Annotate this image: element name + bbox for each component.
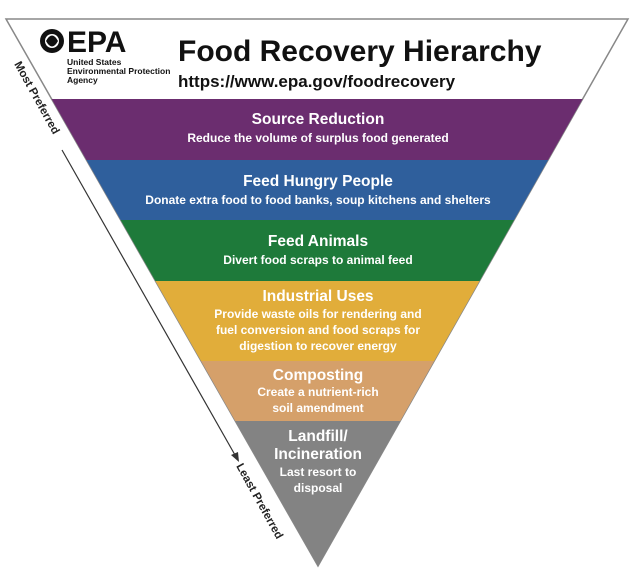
tier-title: Industrial Uses — [262, 288, 373, 305]
tier-description-line: fuel conversion and food scraps for — [216, 323, 420, 337]
agency-line-2: Environmental Protection — [67, 66, 170, 76]
tier-title: Feed Hungry People — [243, 173, 393, 190]
page-title: Food Recovery Hierarchy — [178, 35, 542, 68]
tier-industrial-uses: Industrial Uses Provide waste oils for r… — [214, 288, 421, 353]
tier-description-line: Provide waste oils for rendering and — [214, 307, 421, 321]
tier-description-line: Reduce the volume of surplus food genera… — [187, 131, 448, 145]
tier-title: Composting — [273, 367, 363, 384]
tier-feed-animals: Feed Animals Divert food scraps to anima… — [223, 233, 412, 267]
tier-title: Feed Animals — [268, 233, 368, 250]
tier-description-line: digestion to recover energy — [239, 339, 397, 353]
agency-line-3: Agency — [67, 75, 98, 85]
tier-band-source-reduction — [6, 99, 628, 160]
agency-line-1: United States — [67, 57, 122, 67]
source-url: https://www.epa.gov/foodrecovery — [178, 72, 456, 91]
tier-description-line: Last resort to — [280, 465, 357, 479]
tier-source-reduction: Source Reduction Reduce the volume of su… — [187, 111, 448, 145]
tier-description-line: Divert food scraps to animal feed — [223, 253, 412, 267]
tier-description-line: soil amendment — [272, 401, 363, 415]
tier-description-line: Donate extra food to food banks, soup ki… — [145, 193, 491, 207]
preference-arrow-head — [231, 452, 239, 462]
tier-description-line: Create a nutrient-rich — [257, 385, 378, 399]
tier-title: Source Reduction — [252, 111, 385, 128]
tier-landfill-incineration: Landfill/ Incineration Last resort to di… — [274, 428, 362, 495]
epa-wordmark: EPA — [67, 26, 126, 59]
epa-logo: EPA United States Environmental Protecti… — [40, 26, 170, 85]
tier-description-line: disposal — [294, 481, 343, 495]
tier-composting: Composting Create a nutrient-rich soil a… — [257, 367, 378, 415]
tier-band-feed-animals — [6, 220, 628, 281]
tier-title-line: Incineration — [274, 446, 362, 463]
tier-title-line: Landfill/ — [288, 428, 348, 445]
epa-flower-icon — [40, 29, 64, 53]
preference-arrow-line — [61, 149, 236, 456]
tier-feed-hungry-people: Feed Hungry People Donate extra food to … — [145, 173, 491, 207]
